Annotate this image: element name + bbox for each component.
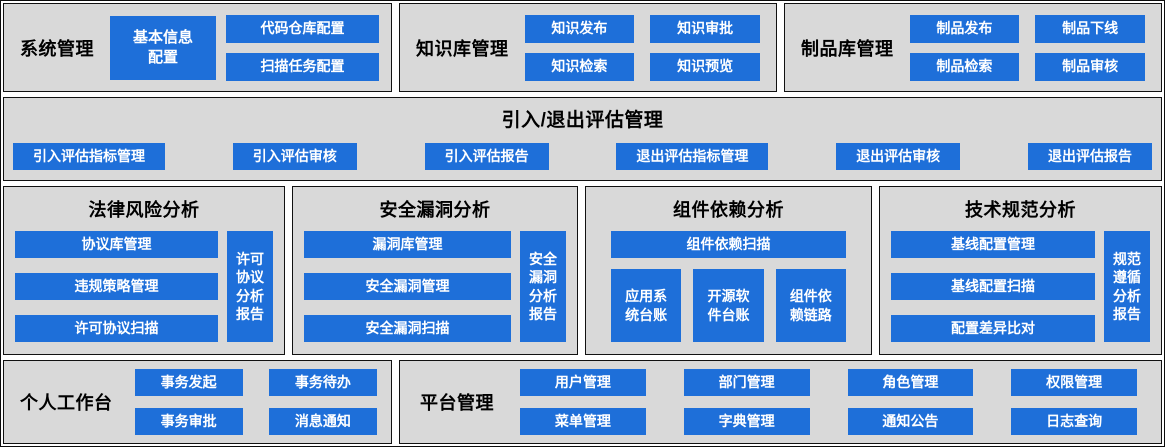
knowledge-buttons: 知识发布 知识审批 知识检索 知识预览 [524,14,760,81]
import-eval-metrics-button[interactable]: 引入评估指标管理 [13,143,165,170]
workspace-buttons: 事务发起 事务待办 事务审批 消息通知 [134,369,377,435]
dependency-scan-button[interactable]: 组件依赖扫描 [611,231,846,258]
evaluation-title: 引入/退出评估管理 [501,110,664,131]
artifact-buttons: 制品发布 制品下线 制品检索 制品审核 [909,14,1145,81]
violation-policy-button[interactable]: 违规策略管理 [15,273,218,300]
analysis-row: 法律风险分析 协议库管理 违规策略管理 许可协议扫描 许可协议分析报告 安全漏洞… [3,186,1162,355]
role-mgmt-button[interactable]: 角色管理 [847,369,974,396]
bottom-row: 个人工作台 事务发起 事务待办 事务审批 消息通知 平台管理 用户管理 部门管理… [3,360,1162,444]
knowledge-publish-button[interactable]: 知识发布 [524,14,635,43]
code-repo-config-button[interactable]: 代码仓库配置 [226,14,379,43]
panel-security-vuln-analysis: 安全漏洞分析 漏洞库管理 安全漏洞管理 安全漏洞扫描 安全漏洞分析报告 [292,186,578,355]
panel-platform-mgmt: 平台管理 用户管理 部门管理 角色管理 权限管理 菜单管理 字典管理 通知公告 … [399,360,1162,444]
tech-spec-body: 基线配置管理 基线配置扫描 配置差异比对 规范遵循分析报告 [891,231,1150,342]
dependency-ledger-buttons: 应用系统台账 开源软件台账 组件依赖链路 [611,269,846,342]
notice-button[interactable]: 通知公告 [847,408,974,435]
user-mgmt-button[interactable]: 用户管理 [520,369,646,396]
platform-buttons: 用户管理 部门管理 角色管理 权限管理 菜单管理 字典管理 通知公告 日志查询 [520,369,1137,435]
security-vuln-body: 漏洞库管理 安全漏洞管理 安全漏洞扫描 安全漏洞分析报告 [304,231,566,342]
artifact-repo-title: 制品库管理 [801,38,894,59]
baseline-config-scan-button[interactable]: 基线配置扫描 [891,273,1095,300]
panel-legal-risk-analysis: 法律风险分析 协议库管理 违规策略管理 许可协议扫描 许可协议分析报告 [3,186,285,355]
task-todo-button[interactable]: 事务待办 [268,369,377,396]
dict-mgmt-button[interactable]: 字典管理 [683,408,810,435]
log-query-button[interactable]: 日志查询 [1011,408,1137,435]
panel-personal-workspace: 个人工作台 事务发起 事务待办 事务审批 消息通知 [3,360,392,444]
config-diff-button[interactable]: 配置差异比对 [891,315,1095,342]
license-scan-button[interactable]: 许可协议扫描 [15,315,218,342]
panel-knowledge-base-mgmt: 知识库管理 知识发布 知识审批 知识检索 知识预览 [399,3,777,92]
scan-task-config-button[interactable]: 扫描任务配置 [226,52,379,81]
baseline-config-mgmt-button[interactable]: 基线配置管理 [891,231,1095,258]
legal-risk-title: 法律风险分析 [88,200,200,220]
vuln-scan-button[interactable]: 安全漏洞扫描 [304,315,511,342]
tech-spec-title: 技术规范分析 [965,200,1076,220]
top-row: 系统管理 基本信息配置 代码仓库配置 扫描任务配置 知识库管理 知识发布 知识审… [3,3,1162,92]
dependency-link-button[interactable]: 组件依赖链路 [775,269,846,342]
vuln-mgmt-button[interactable]: 安全漏洞管理 [304,273,511,300]
system-mgmt-title: 系统管理 [20,38,94,59]
dependency-title: 组件依赖分析 [673,200,784,220]
message-notify-button[interactable]: 消息通知 [268,408,377,435]
basic-info-config-button[interactable]: 基本信息配置 [110,15,216,80]
system-config-column: 代码仓库配置 扫描任务配置 [226,14,379,81]
import-eval-report-button[interactable]: 引入评估报告 [424,143,549,170]
knowledge-preview-button[interactable]: 知识预览 [650,52,760,81]
artifact-publish-button[interactable]: 制品发布 [909,14,1020,43]
artifact-search-button[interactable]: 制品检索 [909,52,1020,81]
platform-title: 平台管理 [420,393,494,413]
security-vuln-title: 安全漏洞分析 [379,200,491,220]
panel-import-exit-evaluation: 引入/退出评估管理 引入评估指标管理 引入评估审核 引入评估报告 退出评估指标管… [3,97,1162,181]
artifact-offline-button[interactable]: 制品下线 [1035,14,1145,43]
security-vuln-buttons: 漏洞库管理 安全漏洞管理 安全漏洞扫描 [304,231,511,342]
license-analysis-report-button[interactable]: 许可协议分析报告 [227,231,273,342]
import-eval-review-button[interactable]: 引入评估审核 [232,143,357,170]
menu-mgmt-button[interactable]: 菜单管理 [520,408,646,435]
vuln-analysis-report-button[interactable]: 安全漏洞分析报告 [520,231,566,342]
evaluation-row: 引入/退出评估管理 引入评估指标管理 引入评估审核 引入评估报告 退出评估指标管… [3,97,1162,181]
task-initiate-button[interactable]: 事务发起 [134,369,243,396]
task-approve-button[interactable]: 事务审批 [134,408,243,435]
artifact-review-button[interactable]: 制品审核 [1035,52,1145,81]
permission-mgmt-button[interactable]: 权限管理 [1011,369,1137,396]
knowledge-search-button[interactable]: 知识检索 [524,52,635,81]
panel-dependency-analysis: 组件依赖分析 组件依赖扫描 应用系统台账 开源软件台账 组件依赖链路 [585,186,872,355]
dept-mgmt-button[interactable]: 部门管理 [683,369,810,396]
spec-compliance-report-button[interactable]: 规范遵循分析报告 [1104,231,1150,342]
vuln-library-button[interactable]: 漏洞库管理 [304,231,511,258]
exit-eval-report-button[interactable]: 退出评估报告 [1027,143,1152,170]
workspace-title: 个人工作台 [20,393,113,413]
tech-spec-buttons: 基线配置管理 基线配置扫描 配置差异比对 [891,231,1095,342]
legal-risk-buttons: 协议库管理 违规策略管理 许可协议扫描 [15,231,218,342]
evaluation-buttons: 引入评估指标管理 引入评估审核 引入评估报告 退出评估指标管理 退出评估审核 退… [13,143,1152,170]
oss-ledger-button[interactable]: 开源软件台账 [693,269,764,342]
agreement-library-button[interactable]: 协议库管理 [15,231,218,258]
system-mgmt-buttons: 基本信息配置 代码仓库配置 扫描任务配置 [110,14,379,81]
exit-eval-review-button[interactable]: 退出评估审核 [836,143,961,170]
panel-system-mgmt: 系统管理 基本信息配置 代码仓库配置 扫描任务配置 [3,3,392,92]
knowledge-base-title: 知识库管理 [416,38,509,59]
exit-eval-metrics-button[interactable]: 退出评估指标管理 [616,143,769,170]
panel-artifact-repo-mgmt: 制品库管理 制品发布 制品下线 制品检索 制品审核 [784,3,1162,92]
panel-tech-spec-analysis: 技术规范分析 基线配置管理 基线配置扫描 配置差异比对 规范遵循分析报告 [879,186,1162,355]
knowledge-approval-button[interactable]: 知识审批 [650,14,760,43]
app-system-ledger-button[interactable]: 应用系统台账 [611,269,682,342]
legal-risk-body: 协议库管理 违规策略管理 许可协议扫描 许可协议分析报告 [15,231,273,342]
dependency-body: 组件依赖扫描 应用系统台账 开源软件台账 组件依赖链路 [597,231,860,342]
